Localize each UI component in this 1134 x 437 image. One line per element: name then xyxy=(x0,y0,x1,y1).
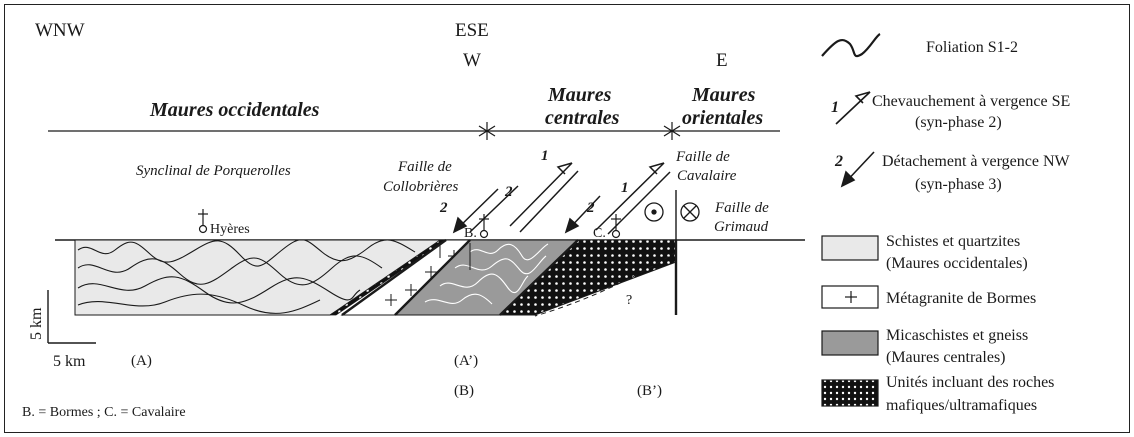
fault-number-1b: 1 xyxy=(621,180,629,196)
legend-unites-line1: Unités incluant des roches xyxy=(886,374,1054,391)
orientation-e: E xyxy=(716,50,728,71)
domain-occidentales: Maures occidentales xyxy=(149,99,320,121)
legend-detach-line2: (syn-phase 3) xyxy=(915,176,1002,193)
legend-micaschistes-line1: Micaschistes et gneiss xyxy=(886,327,1028,344)
abbreviation-note: B. = Bormes ; C. = Cavalaire xyxy=(22,405,186,420)
legend-foliation: Foliation S1-2 xyxy=(926,39,1018,56)
bormes-town-symbol xyxy=(479,214,489,239)
legend-chev-line1: Chevauchement à vergence SE xyxy=(872,93,1070,110)
schistes-folds xyxy=(77,240,416,314)
label-faille-grimaud-1: Faille de xyxy=(714,200,769,216)
orientation-ese: ESE xyxy=(455,20,489,41)
legend-unites-swatch xyxy=(821,379,879,407)
fault-number-2b: 2 xyxy=(504,184,513,200)
label-hyeres: Hyères xyxy=(210,222,250,237)
fault-ticks xyxy=(439,243,471,270)
legend-chev-number: 1 xyxy=(831,99,839,116)
domain-orientales-line1: Maures xyxy=(691,84,756,106)
domain-extent-lines xyxy=(48,122,780,140)
legend-unites-line2: mafiques/ultramafiques xyxy=(886,397,1037,414)
domain-centrales-line1: Maures xyxy=(547,84,612,106)
legend-metagranite-cross xyxy=(845,291,857,303)
section-a: (A) xyxy=(131,353,152,369)
figure-frame xyxy=(4,4,1130,433)
legend-chev-line2: (syn-phase 2) xyxy=(915,114,1002,131)
label-synclinal: Synclinal de Porquerolles xyxy=(136,163,291,179)
label-bormes-abbr: B. xyxy=(464,226,477,241)
grimaud-into-plane-symbol xyxy=(680,202,700,222)
cavalaire-town-symbol xyxy=(611,214,621,239)
fault-number-1a: 1 xyxy=(541,148,549,164)
legend-micaschistes-line2: (Maures centrales) xyxy=(886,349,1006,366)
fault-number-2c: 2 xyxy=(586,200,595,216)
section-b-prime: (B’) xyxy=(637,383,662,399)
legend-detachment-symbol xyxy=(840,151,875,188)
label-faille-cavalaire-1: Faille de xyxy=(675,149,730,165)
hyeres-town-symbol xyxy=(198,209,208,234)
domain-orientales-line2: orientales xyxy=(682,107,763,129)
scale-bar xyxy=(47,290,96,344)
domain-centrales-line2: centrales xyxy=(545,107,620,129)
label-faille-grimaud-2: Grimaud xyxy=(714,219,769,235)
legend-metagranite: Métagranite de Bormes xyxy=(886,290,1036,307)
section-b: (B) xyxy=(454,383,474,399)
kinematic-arrows xyxy=(452,162,671,235)
orientation-w: W xyxy=(463,50,481,71)
legend-schistes-line1: Schistes et quartzites xyxy=(886,233,1020,250)
legend-foliation-symbol xyxy=(821,33,881,58)
legend-schistes-line2: (Maures occidentales) xyxy=(886,255,1028,272)
grimaud-out-of-plane-symbol xyxy=(644,202,664,222)
label-faille-collobrieres-2: Collobrières xyxy=(383,179,458,195)
micaschistes-foliation xyxy=(424,243,549,305)
label-cavalaire-abbr: C. xyxy=(593,226,606,241)
label-question: ? xyxy=(626,293,632,308)
legend-micaschistes-swatch xyxy=(821,330,879,356)
orientation-wnw: WNW xyxy=(35,20,85,41)
scale-vertical-label: 5 km xyxy=(28,307,45,340)
label-faille-collobrieres-1: Faille de xyxy=(397,159,452,175)
scale-horizontal-label: 5 km xyxy=(53,353,86,370)
deep-dashed-boundary xyxy=(534,251,677,317)
legend-detach-line1: Détachement à vergence NW xyxy=(882,153,1071,170)
legend-detach-number: 2 xyxy=(834,153,843,170)
section-a-prime: (A’) xyxy=(454,353,478,369)
label-faille-cavalaire-2: Cavalaire xyxy=(677,168,737,184)
legend-thrust-symbol xyxy=(835,91,871,125)
fault-number-2a: 2 xyxy=(439,200,448,216)
legend-schistes-swatch xyxy=(821,235,879,261)
